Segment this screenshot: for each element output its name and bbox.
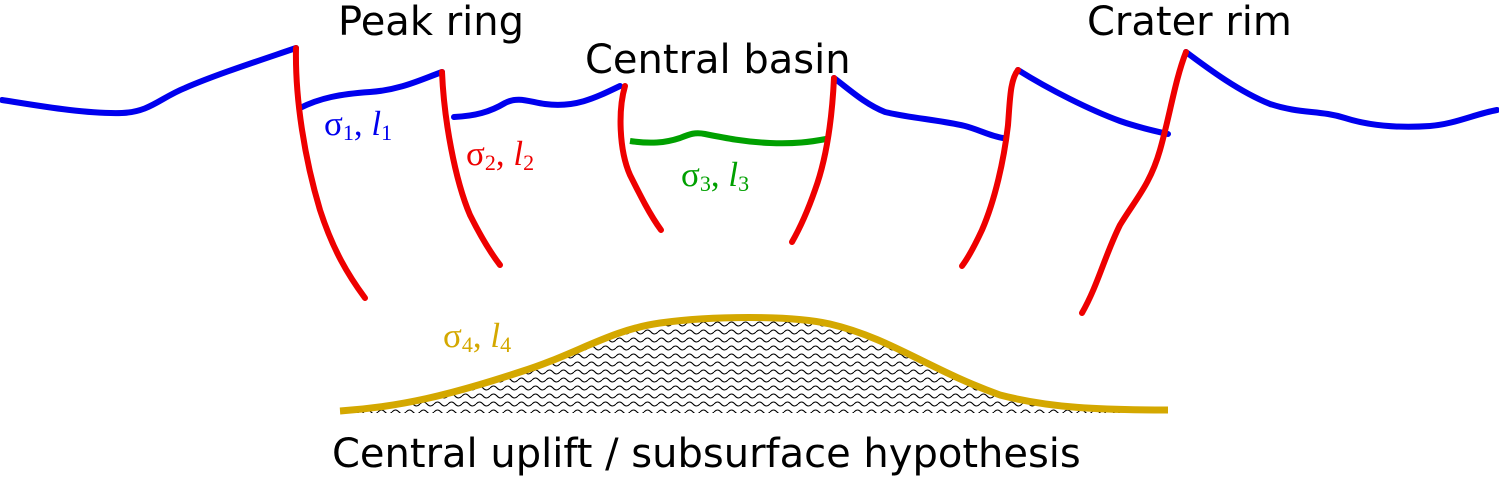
layer-label-4: σ4, l4 xyxy=(443,316,512,357)
fault-2 xyxy=(439,69,503,268)
fault-3 xyxy=(617,83,664,233)
fault-4 xyxy=(789,75,837,245)
label-central-basin: Central basin xyxy=(585,37,851,83)
label-central-uplift: Central uplift / subsurface hypothesis xyxy=(332,431,1081,477)
layer-label-1: σ1, l1 xyxy=(324,104,393,145)
fault-6 xyxy=(1079,49,1189,316)
basin-floor-line xyxy=(629,130,827,147)
uplift-line xyxy=(339,314,1169,415)
uplift-hatch-fill xyxy=(340,317,1168,413)
label-crater-rim: Crater rim xyxy=(1087,0,1292,45)
fault-1 xyxy=(292,45,368,301)
layer-label-2: σ2, l2 xyxy=(466,134,535,175)
label-peak-ring: Peak ring xyxy=(338,0,524,45)
surface-line xyxy=(0,45,1499,141)
fault-5 xyxy=(959,67,1021,269)
layer-label-3: σ3, l3 xyxy=(681,155,750,196)
fault-lines xyxy=(292,45,1189,316)
